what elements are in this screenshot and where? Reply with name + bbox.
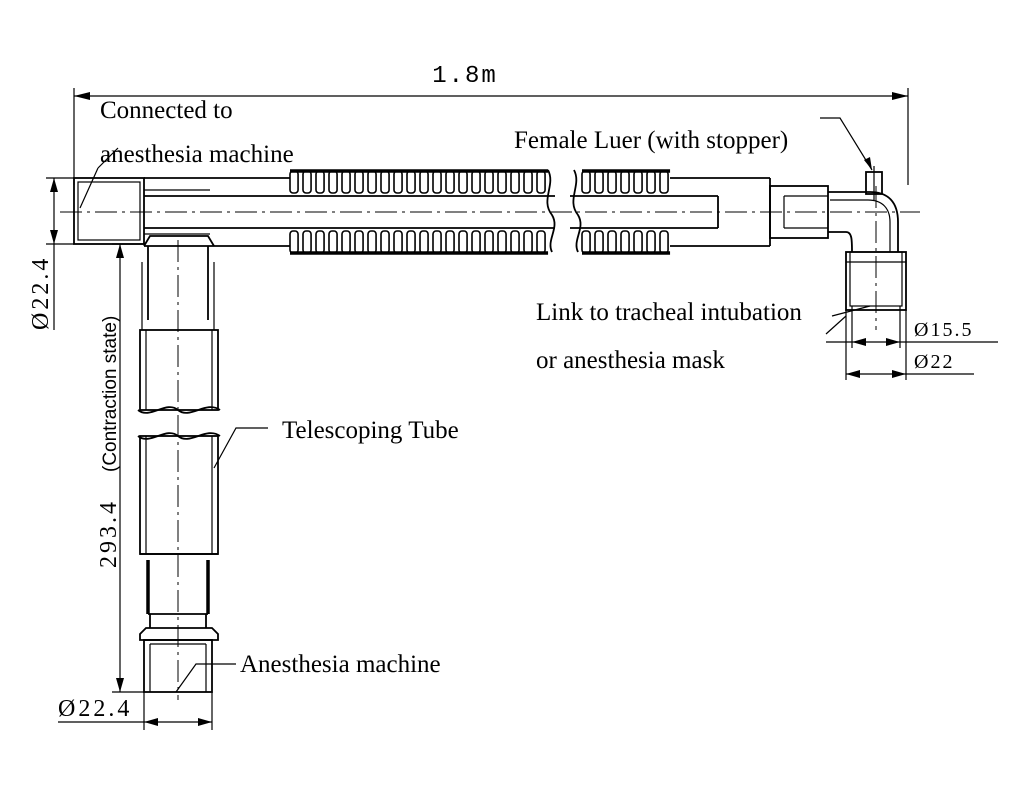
- corrugation-rib: [536, 170, 546, 194]
- corrugation-rib: [445, 230, 455, 254]
- corrugation-rib: [594, 170, 604, 194]
- corrugation-rib: [659, 230, 669, 254]
- corrugation-rib: [646, 230, 656, 254]
- outlet-inner-diameter-label: Ø15.5: [914, 319, 973, 341]
- corrugation-rib: [633, 230, 643, 254]
- corrugation-rib: [510, 230, 520, 254]
- corrugation-rib: [289, 230, 299, 254]
- corrugation-rib: [367, 230, 377, 254]
- corrugation-rib: [328, 230, 338, 254]
- corrugation-rib: [432, 170, 442, 194]
- bottom-diameter-dimension: Ø22.4: [58, 692, 213, 730]
- corrugation-rib: [354, 170, 364, 194]
- overall-length-label: 1.8m: [432, 63, 498, 90]
- corrugation-rib: [484, 230, 494, 254]
- corrugation-rib: [471, 230, 481, 254]
- corrugation-rib: [471, 170, 481, 194]
- corrugation-rib: [497, 170, 507, 194]
- link-tracheal-label-line2: or anesthesia mask: [536, 347, 725, 374]
- corrugation-rib: [302, 170, 312, 194]
- horizontal-tube: [144, 169, 771, 253]
- corrugation-rib: [341, 170, 351, 194]
- top-diameter-label: Ø22.4: [28, 256, 54, 330]
- outlet-dimensions: Ø15.5 Ø22: [826, 306, 998, 380]
- corrugation-rib: [328, 170, 338, 194]
- corrugation-rib: [659, 170, 669, 194]
- corrugation-rib: [354, 230, 364, 254]
- corrugation-rib: [607, 170, 617, 194]
- female-luer-label: Female Luer (with stopper): [514, 127, 788, 154]
- corrugation-rib: [367, 170, 377, 194]
- connected-to-label-line1: Connected to: [100, 97, 233, 124]
- corrugation-rib: [523, 230, 533, 254]
- corrugation-rib: [581, 230, 591, 254]
- elbow-connector: [769, 166, 907, 330]
- telescoping-tube-label: Telescoping Tube: [282, 417, 459, 444]
- corrugation-rib: [445, 170, 455, 194]
- corrugation-rib: [646, 170, 656, 194]
- corrugation-rib: [380, 230, 390, 254]
- corrugation-rib: [341, 230, 351, 254]
- link-tracheal-label-line1: Link to tracheal intubation: [536, 299, 802, 326]
- leader-lines: [79, 117, 873, 693]
- corrugation-rib: [620, 170, 630, 194]
- length-label: 293.4: [96, 499, 122, 568]
- corrugation-rib: [523, 170, 533, 194]
- contraction-state-label: (Contraction state): [100, 316, 121, 472]
- corrugation-rib: [393, 170, 403, 194]
- corrugation-rib: [510, 170, 520, 194]
- top-diameter-dimension: Ø22.4: [28, 177, 74, 330]
- connected-to-label-line2: anesthesia machine: [100, 141, 294, 168]
- corrugation-rib: [581, 170, 591, 194]
- overall-length-dimension: 1.8m: [73, 63, 909, 185]
- corrugation-rib: [302, 230, 312, 254]
- corrugation-rib: [432, 230, 442, 254]
- corrugation-rib: [458, 170, 468, 194]
- corrugation-rib: [419, 170, 429, 194]
- corrugation-rib: [594, 230, 604, 254]
- bottom-diameter-label: Ø22.4: [58, 696, 132, 722]
- corrugation-rib: [419, 230, 429, 254]
- corrugation-rib: [620, 230, 630, 254]
- outlet-outer-diameter-label: Ø22: [914, 351, 954, 373]
- corrugation-rib: [380, 170, 390, 194]
- corrugation-rib: [633, 170, 643, 194]
- corrugated-section: [289, 169, 671, 255]
- machine-connector: [73, 177, 210, 245]
- telescoping-tube: [137, 235, 221, 700]
- corrugation-rib: [289, 170, 299, 194]
- corrugation-rib: [393, 230, 403, 254]
- corrugation-rib: [406, 170, 416, 194]
- corrugation-rib: [607, 230, 617, 254]
- corrugation-rib: [458, 230, 468, 254]
- length-dimension: 293.4 (Contraction state): [96, 243, 144, 693]
- corrugation-rib: [484, 170, 494, 194]
- corrugation-rib: [536, 230, 546, 254]
- corrugation-rib: [315, 170, 325, 194]
- anesthesia-machine-label: Anesthesia machine: [240, 651, 441, 678]
- corrugation-rib: [406, 230, 416, 254]
- corrugation-rib: [497, 230, 507, 254]
- corrugation-rib: [315, 230, 325, 254]
